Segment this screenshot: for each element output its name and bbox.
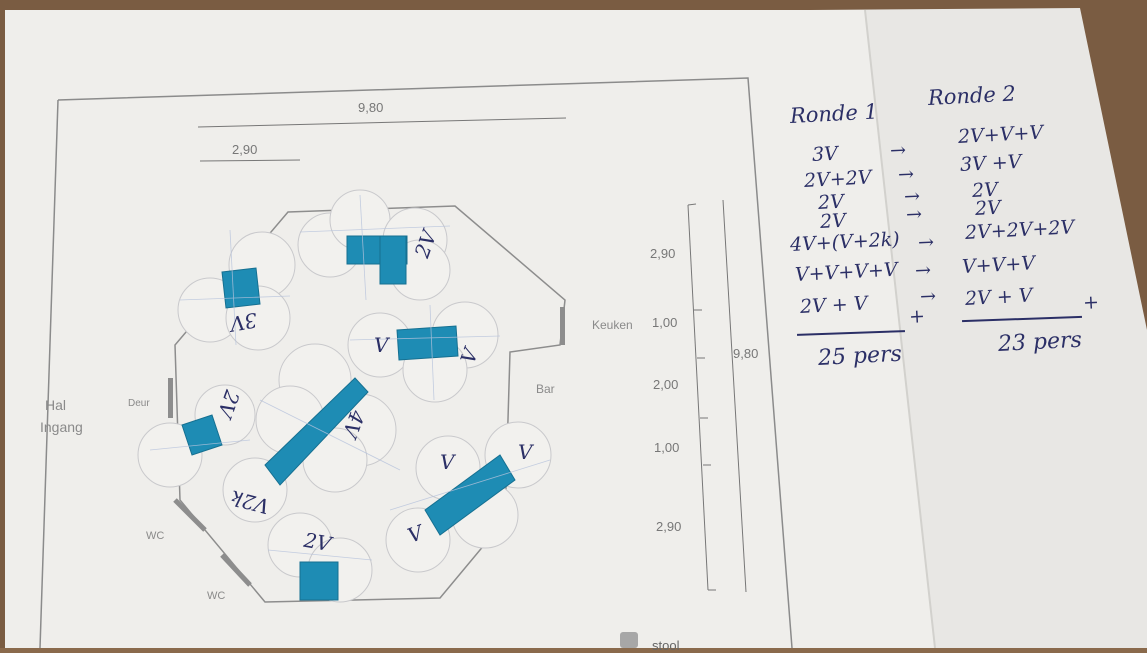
arrow-2: → — [897, 163, 915, 186]
table-t2b — [379, 235, 407, 285]
ronde2-title: Ronde 2 — [927, 81, 1017, 110]
wc-wall-2 — [220, 553, 252, 587]
ronde2-total: 23 pers — [997, 327, 1083, 357]
disc-grid — [149, 194, 551, 561]
notes-sheet — [810, 8, 1147, 648]
dim-right-total: 9,80 — [733, 346, 759, 361]
room-keuken: Keuken — [592, 318, 633, 332]
ronde1-line-4: 2V — [819, 209, 847, 233]
arrow-1: → — [889, 139, 907, 162]
ronde2-line-1: 2V+V+V — [957, 121, 1044, 148]
plan-border — [57, 77, 793, 649]
sheet-edge — [864, 9, 936, 649]
arrow-6: → — [914, 259, 932, 282]
keuken-door-mark — [560, 307, 565, 345]
dim-line-right-1 — [687, 204, 709, 591]
ronde1-title: Ronde 1 — [789, 99, 879, 128]
dim-line-partial — [199, 159, 301, 162]
room-ingang: Ingang — [40, 419, 83, 435]
tables — [181, 235, 516, 601]
table-t3 — [396, 325, 459, 361]
room-wc-2: WC — [207, 590, 226, 602]
deur-mark — [168, 378, 173, 418]
table-t6 — [264, 377, 369, 486]
dim-top-partial: 2,90 — [232, 142, 258, 157]
tag-t8: V — [440, 450, 455, 474]
arrow-5: → — [917, 231, 935, 254]
ronde1-line-7: 2V + V — [799, 292, 869, 318]
dim-right-5: 2,90 — [656, 519, 682, 534]
ronde2-line-4: 2V — [974, 196, 1002, 220]
table-t5 — [181, 414, 223, 456]
room-bar: Bar — [536, 382, 555, 396]
dim-right-3: 2,00 — [653, 377, 679, 392]
plan-border-left — [39, 99, 59, 649]
room-deur: Deur — [128, 398, 150, 409]
ronde1-line-1: 3V — [811, 142, 839, 166]
ronde1-total: 25 pers — [817, 341, 903, 371]
stool-legend-icon — [620, 632, 638, 648]
tag-t3: V — [374, 333, 389, 357]
tag-t11: 2V — [302, 527, 334, 557]
ronde1-line-2: 2V+2V — [803, 166, 873, 192]
arrow-7: → — [919, 285, 937, 308]
ronde2-line-7: 2V + V — [964, 284, 1034, 310]
room-wc-1: WC — [146, 530, 165, 542]
dim-right-1: 2,90 — [650, 246, 676, 261]
tag-t1: 3V — [228, 307, 260, 337]
dim-line-top — [197, 117, 567, 128]
arrow-4: → — [905, 203, 923, 226]
wc-wall-1 — [173, 498, 207, 532]
legend-stool-label: stool — [652, 638, 680, 653]
dim-line-right-2 — [722, 199, 747, 593]
table-t8 — [424, 454, 516, 536]
table-t11 — [299, 561, 339, 601]
table-t1 — [221, 267, 261, 309]
dim-ticks — [687, 203, 716, 591]
ronde2-plus: + — [1082, 291, 1100, 314]
ronde1-plus: + — [908, 305, 926, 328]
room-hal: Hal — [45, 397, 67, 413]
ronde2-line-2: 3V +V — [959, 150, 1022, 176]
dim-right-4: 1,00 — [654, 440, 680, 455]
ronde2-line-6: V+V+V — [961, 252, 1036, 278]
tag-t9: V — [518, 440, 533, 464]
dim-top-total: 9,80 — [358, 100, 384, 115]
dim-right-2: 1,00 — [652, 315, 678, 330]
